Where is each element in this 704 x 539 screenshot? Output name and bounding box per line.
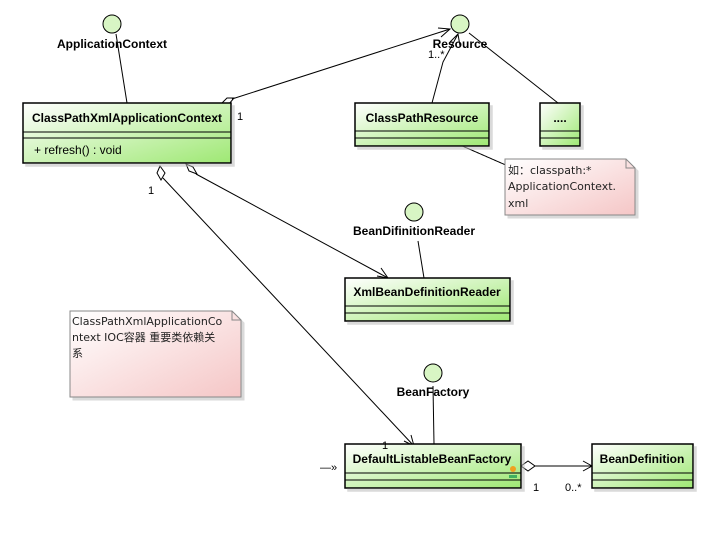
class-default-listable-bean-factory[interactable] xyxy=(344,443,522,489)
note-resource[interactable] xyxy=(504,158,636,216)
entry-arrow-icon: —» xyxy=(320,462,337,474)
interface-bean-difinition-reader[interactable]: BeanDifinitionReader xyxy=(353,202,475,238)
lollipop-circle-icon xyxy=(404,202,424,222)
lollipop-circle-icon xyxy=(423,363,443,383)
edge-ctx-aggregates-factory xyxy=(156,164,415,447)
class-name: ClassPathXmlApplicationContext xyxy=(32,111,222,125)
note-line: ntext IOC容器 重要类依赖关 xyxy=(72,330,215,344)
class-classpath-xml-application-context[interactable] xyxy=(22,102,232,164)
note-line: ClassPathXmlApplicationCo xyxy=(72,315,223,328)
multiplicity-label: 0..* xyxy=(565,482,582,494)
note-ioc[interactable] xyxy=(69,310,242,398)
multiplicity-label: 1 xyxy=(533,482,539,494)
multiplicity-label: 1 xyxy=(237,111,243,123)
interface-label: Resource xyxy=(433,37,488,51)
multiplicity-label: 1..* xyxy=(428,49,445,61)
class-name: DefaultListableBeanFactory xyxy=(353,452,512,466)
edge-classpath-resource-realizes-resource xyxy=(431,33,459,104)
class-xml-bean-definition-reader[interactable] xyxy=(344,277,511,322)
multiplicity-label: 1 xyxy=(148,185,154,197)
edge-classpath-resource-arrow xyxy=(449,32,461,47)
edge-reader-realizes-interface xyxy=(417,240,425,279)
status-icon xyxy=(509,466,517,478)
class-name: .... xyxy=(553,111,566,125)
note-line: 如：classpath:* xyxy=(508,163,592,177)
method-refresh[interactable]: + refresh() : void xyxy=(34,143,122,157)
interface-bean-factory[interactable]: BeanFactory xyxy=(397,363,470,399)
interface-resource[interactable]: Resource xyxy=(433,14,488,51)
lollipop-circle-icon xyxy=(102,14,122,34)
interface-label: BeanFactory xyxy=(397,385,470,399)
edge-resource-note-anchor xyxy=(459,144,509,167)
note-line: ApplicationContext. xyxy=(508,180,616,193)
interface-label: ApplicationContext xyxy=(57,37,167,51)
edge-ctx-aggregates-reader xyxy=(185,163,390,279)
note-line: xml xyxy=(508,197,528,210)
note-line: 系 xyxy=(72,347,83,360)
class-name: ClassPathResource xyxy=(366,111,479,125)
interface-application-context[interactable]: ApplicationContext xyxy=(57,14,167,51)
interface-label: BeanDifinitionReader xyxy=(353,224,475,238)
class-name: XmlBeanDefinitionReader xyxy=(353,285,501,299)
class-bean-definition[interactable] xyxy=(591,443,694,489)
edge-factory-realizes-interface xyxy=(432,385,435,445)
multiplicity-label: 1 xyxy=(382,440,388,452)
edge-ctx-aggregates-resource xyxy=(219,27,452,105)
lollipop-circle-icon xyxy=(450,14,470,34)
class-classpath-resource[interactable] xyxy=(354,102,490,147)
edge-ctx-realizes-application-context xyxy=(115,33,128,104)
edge-ellipsis-realizes-resource xyxy=(468,32,559,104)
edge-factory-aggregates-definition xyxy=(520,460,594,472)
class-ellipsis[interactable] xyxy=(539,102,581,147)
class-name: BeanDefinition xyxy=(600,452,685,466)
